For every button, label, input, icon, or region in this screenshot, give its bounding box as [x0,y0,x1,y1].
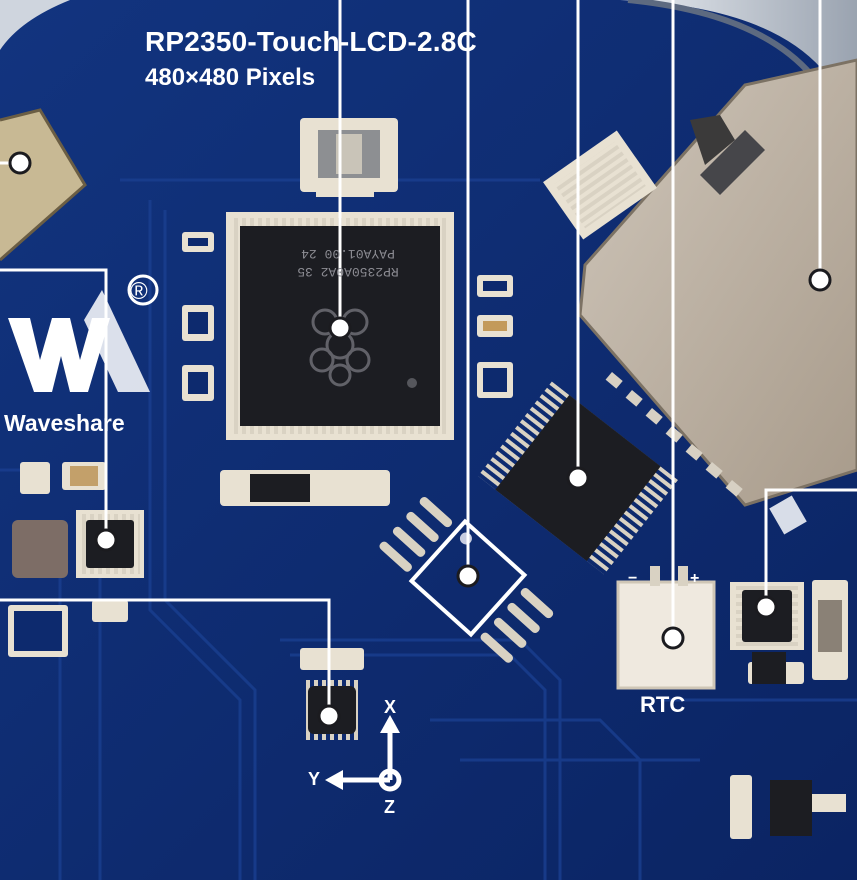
registered-mark: ® [130,278,148,305]
axis-y-label: Y [308,769,321,789]
axis-z-label: Z [384,797,395,817]
board-name-label: RP2350-Touch-LCD-2.8C [145,26,477,57]
polarity-positive-label: + [690,570,700,587]
waveshare-logo-icon [8,274,159,392]
resolution-label: 480×480 Pixels [145,64,316,91]
axis-x-label: X [384,697,397,717]
rtc-label: RTC [640,692,686,717]
raspberry-logo-icon [309,308,371,387]
mcu-marking-line1: RP2350A0A2 35 [297,264,399,279]
polarity-negative-label: − [628,570,638,587]
brand-label: Waveshare [4,410,125,436]
callout-lines [0,0,857,716]
fpc-connector-left [0,108,87,262]
audio-chip [379,496,554,663]
mcu-marking: RP2350A0A2 35 PAYA01.00 24 [268,244,428,280]
sd-card-slot [543,58,857,507]
mcu-marking-line2: PAYA01.00 24 [301,246,395,261]
axis-arrows-icon [335,725,402,792]
callout-dots [8,151,832,728]
